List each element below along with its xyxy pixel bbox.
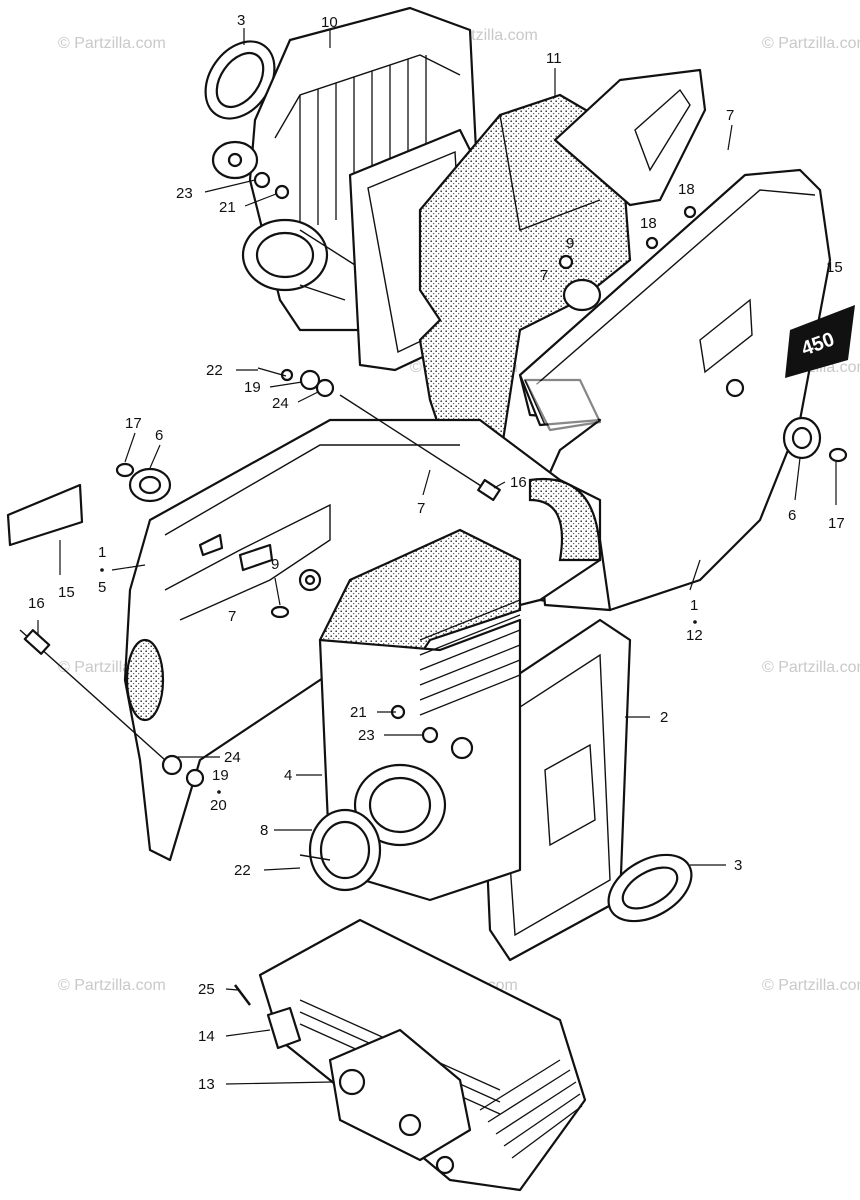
callout-11: 11 <box>546 50 562 67</box>
cable-part-16-left <box>19 629 166 761</box>
callout-4: 4 <box>284 767 292 784</box>
watermark: © Partzilla.com <box>762 35 860 52</box>
watermark: © Partzilla.com <box>58 977 166 994</box>
callout-12-right: 12 <box>686 627 703 644</box>
callout-1-left: 1 <box>98 544 106 561</box>
callout-24-bottom: 24 <box>224 749 241 766</box>
callout-23-top: 23 <box>176 185 193 202</box>
callout-22-bottom: 22 <box>234 862 251 879</box>
watermark: © Partzilla.com <box>58 35 166 52</box>
air-cleaner-connecting-tube-part-11 <box>418 68 707 462</box>
callout-separator-dot <box>100 568 104 572</box>
air-cleaner-case-part-4 <box>308 528 522 902</box>
callout-9-left: 9 <box>271 556 279 573</box>
emblem-plate-part-15-left <box>6 483 84 547</box>
callout-19-top: 19 <box>244 379 261 396</box>
callout-3-bottom: 3 <box>734 857 742 874</box>
callout-5-left: 5 <box>98 579 106 596</box>
callout-16-left: 16 <box>28 595 45 612</box>
callout-16-mid: 16 <box>510 474 527 491</box>
callout-14: 14 <box>198 1028 215 1045</box>
callout-6-left: 6 <box>155 427 163 444</box>
callout-17-left: 17 <box>125 415 142 432</box>
callout-6-right: 6 <box>788 507 796 524</box>
grommet-part-3-top <box>204 40 276 120</box>
callout-24-top: 24 <box>272 395 289 412</box>
callout-1-right: 1 <box>690 597 698 614</box>
clip-part-14 <box>266 1006 302 1050</box>
callout-20: 20 <box>210 797 227 814</box>
callout-23-bottom: 23 <box>358 727 375 744</box>
callout-9-top: 9 <box>566 235 574 252</box>
callout-17-right: 17 <box>828 515 845 532</box>
callout-7-center: 7 <box>417 500 425 517</box>
callout-22-top: 22 <box>206 362 223 379</box>
callout-18-b: 18 <box>640 215 657 232</box>
callout-separator-dot <box>217 790 221 794</box>
grommet-part-6-right <box>782 416 848 463</box>
watermark: © Partzilla.com <box>762 659 860 676</box>
callout-15-right: 15 <box>826 259 843 276</box>
callout-8: 8 <box>260 822 268 839</box>
callout-10: 10 <box>321 14 338 31</box>
callout-7-top: 7 <box>726 107 734 124</box>
emblem-part-15-right: 450 <box>785 305 855 378</box>
callout-15-left: 15 <box>58 584 75 601</box>
pin-part-25 <box>234 984 251 1006</box>
callout-19-bottom: 19 <box>212 767 229 784</box>
leader-lines <box>37 28 837 1085</box>
callout-21-top: 21 <box>219 199 236 216</box>
air-cleaner-element-part-13 <box>258 918 587 1192</box>
callout-7-mid: 7 <box>540 267 548 284</box>
cable-part-16-mid <box>339 394 501 502</box>
callout-18-a: 18 <box>678 181 695 198</box>
callout-25: 25 <box>198 981 215 998</box>
callout-separator-dot <box>693 620 697 624</box>
grommet-part-3-bottom <box>607 853 693 923</box>
callout-labels: 3 10 11 7 18 18 9 7 23 21 15 22 19 24 17… <box>28 12 845 1093</box>
callout-3-top: 3 <box>237 12 245 29</box>
callout-13: 13 <box>198 1076 215 1093</box>
watermark: © Partzilla.com <box>762 977 860 994</box>
callout-2: 2 <box>660 709 668 726</box>
callout-7-left: 7 <box>228 608 236 625</box>
grommet-part-6-left <box>115 462 172 503</box>
hardware-top <box>253 171 697 861</box>
callout-21-bottom: 21 <box>350 704 367 721</box>
